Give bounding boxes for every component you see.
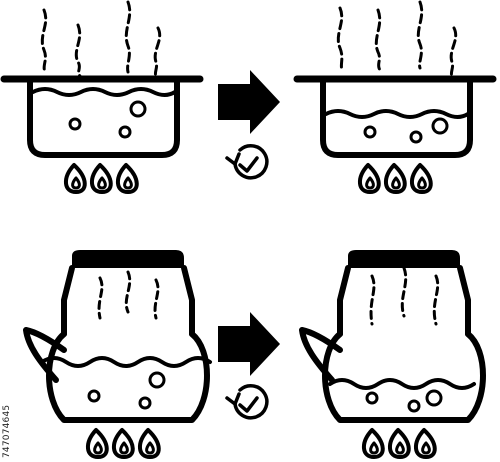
burner-flames-icon	[362, 428, 437, 459]
kettle-after-icon	[299, 250, 486, 459]
burner-flames-icon	[358, 163, 433, 194]
kettle-before-icon	[23, 250, 212, 459]
steam-icon	[336, 0, 458, 78]
pot-before-icon	[0, 0, 204, 194]
stock-id-watermark: 747074645	[2, 404, 12, 458]
steam-icon	[97, 270, 160, 320]
right-arrow-icon	[218, 70, 280, 134]
steam-icon	[40, 0, 162, 78]
steam-icon	[369, 266, 440, 326]
clock-check-icon	[225, 384, 269, 420]
right-arrow-icon	[218, 312, 280, 376]
burner-flames-icon	[64, 163, 139, 194]
clock-check-icon	[225, 144, 269, 180]
pot-after-icon	[293, 0, 497, 194]
burner-flames-icon	[86, 428, 161, 459]
